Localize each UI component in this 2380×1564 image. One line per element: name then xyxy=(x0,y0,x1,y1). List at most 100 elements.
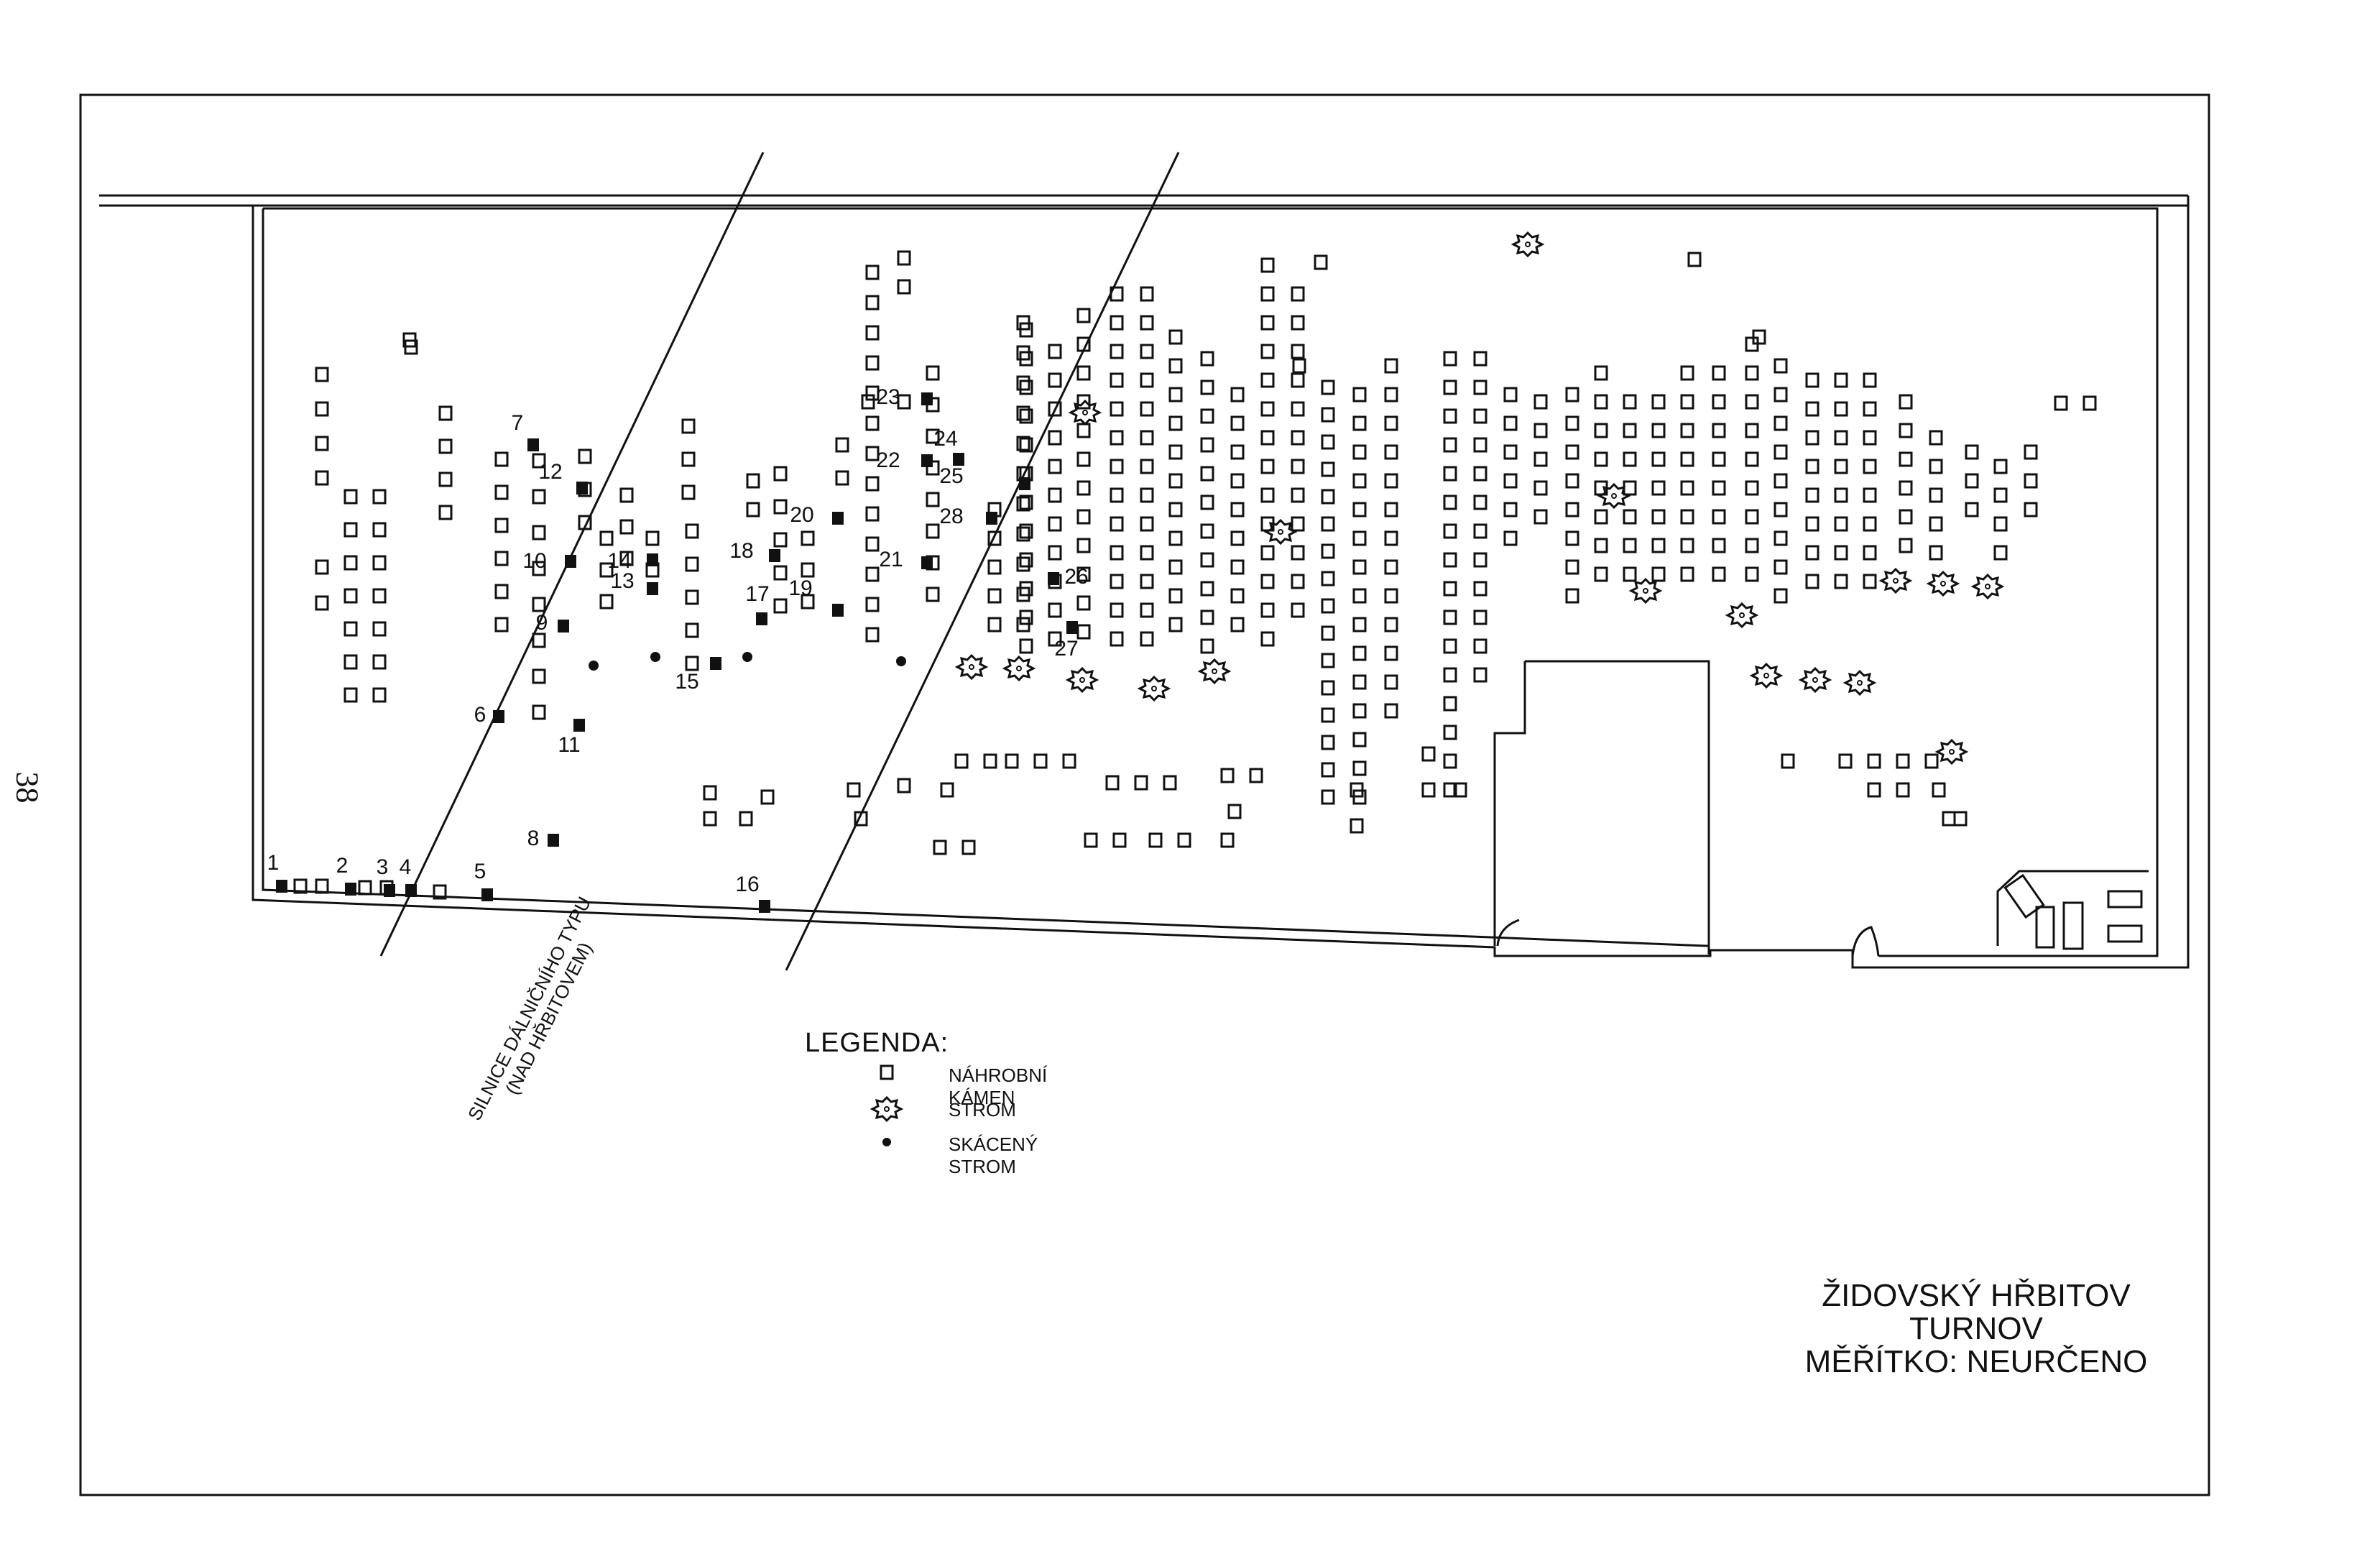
numbered-headstone xyxy=(759,900,770,913)
headstone xyxy=(1503,387,1518,402)
headstone xyxy=(1453,782,1467,798)
headstone xyxy=(1623,423,1637,438)
headstone xyxy=(897,250,911,266)
headstone xyxy=(1019,610,1033,625)
headstone xyxy=(1774,502,1788,518)
headstone xyxy=(1352,444,1367,460)
headstone xyxy=(1443,466,1457,482)
headstone xyxy=(402,332,417,348)
headstone xyxy=(1140,516,1154,532)
headstone xyxy=(1291,372,1305,388)
headstone xyxy=(1016,526,1030,542)
headstone xyxy=(1774,530,1788,546)
headstone xyxy=(987,530,1002,546)
headstone xyxy=(1076,308,1091,323)
headstone-icon xyxy=(880,1064,894,1080)
headstone xyxy=(494,551,509,566)
headstone xyxy=(854,811,868,827)
headstone-number: 12 xyxy=(538,460,562,484)
headstone xyxy=(1565,588,1579,604)
headstone xyxy=(1443,782,1457,798)
headstone xyxy=(1565,530,1579,546)
tree xyxy=(1842,669,1877,696)
headstone xyxy=(1352,530,1367,546)
headstone xyxy=(2024,502,2038,518)
headstone xyxy=(1230,387,1245,402)
headstone xyxy=(1260,315,1275,331)
headstone xyxy=(1321,789,1335,805)
headstone xyxy=(1105,775,1120,791)
headstone xyxy=(1384,358,1398,374)
headstone xyxy=(1016,496,1030,512)
numbered-headstone xyxy=(832,512,844,525)
headstone xyxy=(494,451,509,467)
headstone xyxy=(1168,329,1183,345)
tree xyxy=(1597,482,1631,510)
map-place: TURNOV xyxy=(1909,1311,2043,1346)
headstone xyxy=(2054,395,2068,411)
headstone xyxy=(1443,437,1457,453)
headstone xyxy=(315,367,329,382)
headstone xyxy=(1863,487,1877,503)
headstone xyxy=(703,785,717,801)
headstone xyxy=(599,562,614,578)
headstone xyxy=(1712,538,1726,553)
headstone xyxy=(1321,516,1335,532)
headstone xyxy=(1473,437,1488,453)
headstone xyxy=(1110,574,1124,589)
headstone xyxy=(1680,365,1694,381)
headstone xyxy=(1745,566,1759,582)
headstone xyxy=(1352,559,1367,575)
headstone xyxy=(1249,768,1263,783)
headstone xyxy=(760,789,775,805)
headstone xyxy=(1533,480,1548,496)
numbered-headstone xyxy=(384,884,395,897)
headstone xyxy=(1594,566,1608,582)
headstone xyxy=(1680,423,1694,438)
headstone xyxy=(1220,768,1235,783)
headstone xyxy=(1774,444,1788,460)
tree xyxy=(1934,738,1969,765)
headstone xyxy=(1168,444,1183,460)
tree xyxy=(954,653,989,681)
headstone xyxy=(1076,451,1091,467)
headstone xyxy=(1110,315,1124,331)
headstone xyxy=(1594,509,1608,525)
map-title-block: ŽIDOVSKÝ HŘBITOV TURNOV MĚŘÍTKO: NEURČEN… xyxy=(1775,1279,2177,1379)
headstone xyxy=(1230,559,1245,575)
headstone xyxy=(494,484,509,500)
tree xyxy=(1263,518,1298,546)
headstone xyxy=(372,588,387,604)
headstone xyxy=(1712,480,1726,496)
headstone-number: 2 xyxy=(336,854,349,878)
headstone xyxy=(1834,459,1848,474)
headstone xyxy=(1805,516,1819,532)
headstone xyxy=(1774,415,1788,431)
headstone xyxy=(1260,430,1275,446)
headstone xyxy=(1899,538,1913,553)
headstone xyxy=(1140,459,1154,474)
headstone xyxy=(847,782,861,798)
headstone xyxy=(1016,405,1030,421)
headstone-number: 19 xyxy=(788,576,812,600)
headstone xyxy=(1168,588,1183,604)
headstone xyxy=(801,562,815,578)
headstone xyxy=(1565,444,1579,460)
headstone xyxy=(1200,581,1214,597)
headstone xyxy=(1076,480,1091,496)
headstone xyxy=(1168,502,1183,518)
headstone xyxy=(1473,408,1488,424)
headstone xyxy=(1110,372,1124,388)
headstone xyxy=(1140,344,1154,359)
headstone xyxy=(1863,459,1877,474)
headstone xyxy=(1292,358,1306,374)
headstone xyxy=(1443,610,1457,625)
headstone xyxy=(801,594,815,610)
headstone xyxy=(1177,832,1191,848)
numbered-headstone xyxy=(405,884,417,897)
headstone xyxy=(1140,631,1154,647)
headstone xyxy=(1140,430,1154,446)
felled-trees xyxy=(589,652,906,671)
headstone xyxy=(1443,552,1457,568)
